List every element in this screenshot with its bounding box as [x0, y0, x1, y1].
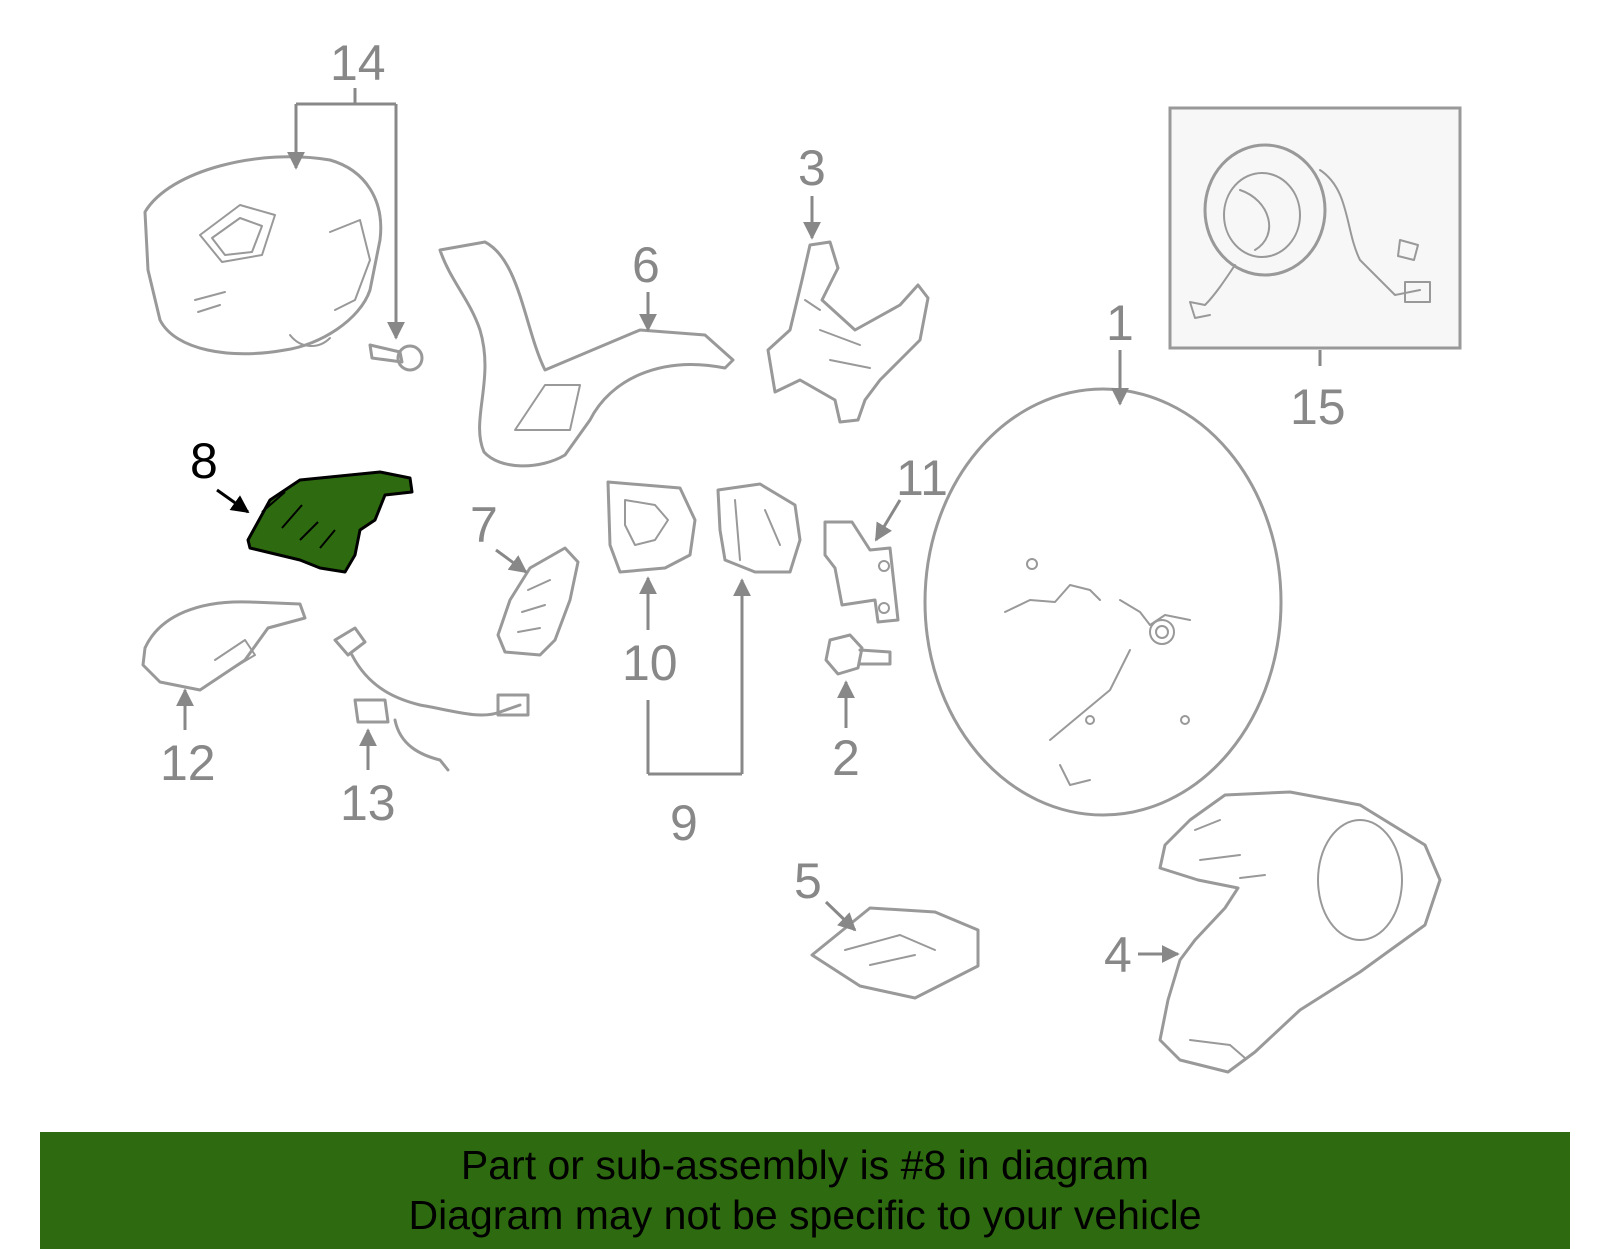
- part-15-box: [1168, 106, 1462, 350]
- callout-10: 10: [622, 635, 678, 691]
- part-7-switch[interactable]: [496, 546, 580, 657]
- callout-6: 6: [632, 237, 660, 293]
- callout-1: 1: [1106, 295, 1134, 351]
- callout-7: 7: [470, 497, 498, 553]
- part-11-bracket[interactable]: [823, 520, 900, 624]
- callout-12: 12: [160, 735, 216, 791]
- callout-13: 13: [340, 775, 396, 831]
- part-5-cover[interactable]: [810, 906, 980, 1000]
- part-3-bracket[interactable]: [766, 240, 930, 424]
- part-1-steering-wheel[interactable]: [923, 387, 1283, 817]
- callout-8: 8: [190, 433, 218, 489]
- callout-5: 5: [794, 853, 822, 909]
- info-banner: Part or sub-assembly is #8 in diagram Di…: [40, 1132, 1570, 1249]
- part-12-cover[interactable]: [141, 600, 307, 692]
- part-10-switch[interactable]: [606, 480, 697, 574]
- callout-2: 2: [832, 730, 860, 786]
- callout-14: 14: [330, 35, 386, 91]
- part-14-airbag[interactable]: [143, 155, 383, 356]
- part-6-cover[interactable]: [438, 240, 735, 468]
- part-4-column-cover[interactable]: [1158, 790, 1442, 1074]
- callout-3: 3: [798, 140, 826, 196]
- part-2-bolt[interactable]: [824, 633, 892, 676]
- part-13-harness[interactable]: [333, 626, 530, 772]
- part-15-clock-spring[interactable]: [1189, 143, 1431, 319]
- callout-11: 11: [896, 450, 948, 506]
- callout-15: 15: [1290, 379, 1346, 435]
- part-9-switch[interactable]: [716, 482, 802, 574]
- part-8-switch-highlighted[interactable]: [246, 470, 414, 574]
- callout-4: 4: [1104, 927, 1132, 983]
- callout-9: 9: [670, 795, 698, 851]
- banner-line-2: Diagram may not be specific to your vehi…: [408, 1192, 1202, 1238]
- banner-line-1: Part or sub-assembly is #8 in diagram: [460, 1142, 1150, 1188]
- part-14-bolt[interactable]: [368, 343, 424, 372]
